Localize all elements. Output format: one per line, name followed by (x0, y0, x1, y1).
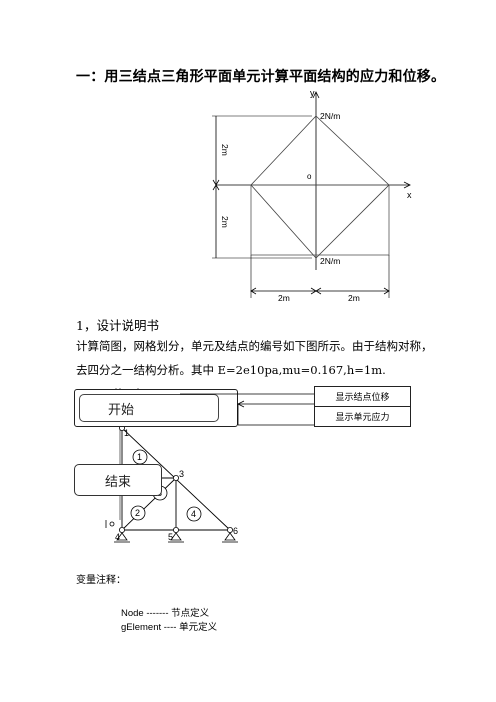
top-load-label: 2N/m (320, 111, 340, 121)
description-line-2: 去四分之一结构分析。其中 E=2e10pa,mu=0.167,h=1m. (76, 363, 386, 377)
node-6-label: 6 (233, 526, 238, 536)
node-4-label: 4 (115, 532, 120, 542)
variable-notes-heading: 变量注释： (76, 575, 126, 586)
upper-dim-label: 2m (220, 144, 230, 156)
end-button[interactable]: 结束 (74, 464, 162, 496)
x-axis-label: x (407, 190, 412, 200)
start-button-label: 开始 (79, 394, 219, 422)
structure-diagram: y x o 2N/m 2N/m 2m 2m 2m 2m (212, 88, 412, 303)
start-button[interactable]: 开始 (74, 389, 238, 427)
page-heading: 一：用三结点三角形平面单元计算平面结构的应力和位移。 (76, 69, 446, 85)
lower-dim-label: 2m (220, 216, 230, 228)
origin-label: o (307, 172, 312, 181)
description-line-1: 计算简图，网格划分，单元及结点的编号如下图所示。由于结构对称， (76, 339, 433, 353)
node-5-label: 5 (168, 532, 173, 542)
node-3-label: 3 (179, 469, 184, 479)
var-element: gElement ---- 单元定义 (121, 622, 218, 633)
element-1-label: 1 (137, 452, 142, 462)
section-title: 1，设计说明书 (76, 318, 159, 333)
element-4-label: 4 (191, 509, 196, 519)
y-axis-label: y (310, 88, 315, 98)
bottom-load-label: 2N/m (320, 256, 340, 266)
node-1-label: 1 (124, 428, 129, 438)
connector-lines (180, 393, 315, 426)
right-width-label: 2m (348, 293, 360, 303)
left-width-label: 2m (278, 293, 290, 303)
var-node: Node ------- 节点定义 (121, 608, 210, 619)
element-2-label: 2 (135, 508, 140, 518)
show-element-stress-button[interactable]: 显示单元应力 (314, 406, 411, 427)
show-node-displacement-button[interactable]: 显示结点位移 (314, 386, 411, 407)
